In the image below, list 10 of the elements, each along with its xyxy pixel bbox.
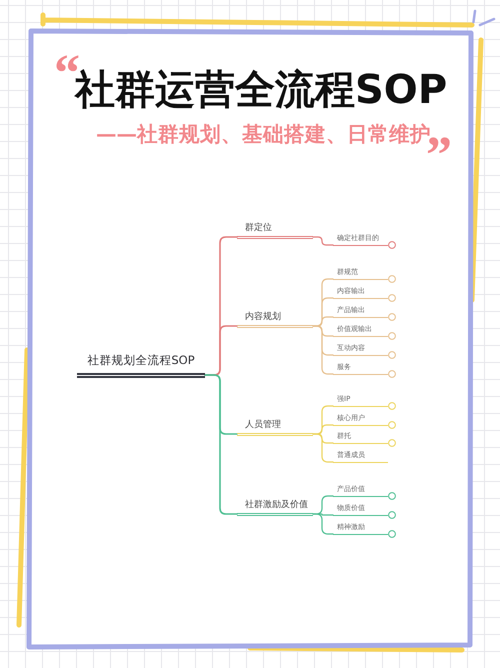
connector-line <box>312 513 334 535</box>
branch-topic: 社群激励及价值 <box>237 498 313 516</box>
central-topic: 社群规划全流程SOP <box>77 352 205 378</box>
connector-line <box>312 236 334 246</box>
connector-line <box>312 433 334 463</box>
connector-line <box>312 325 334 375</box>
branch-topic: 内容规划 <box>237 310 313 328</box>
connector-line <box>204 374 238 515</box>
branch-topic: 群定位 <box>237 222 313 238</box>
branch-topic: 人员管理 <box>237 418 313 436</box>
